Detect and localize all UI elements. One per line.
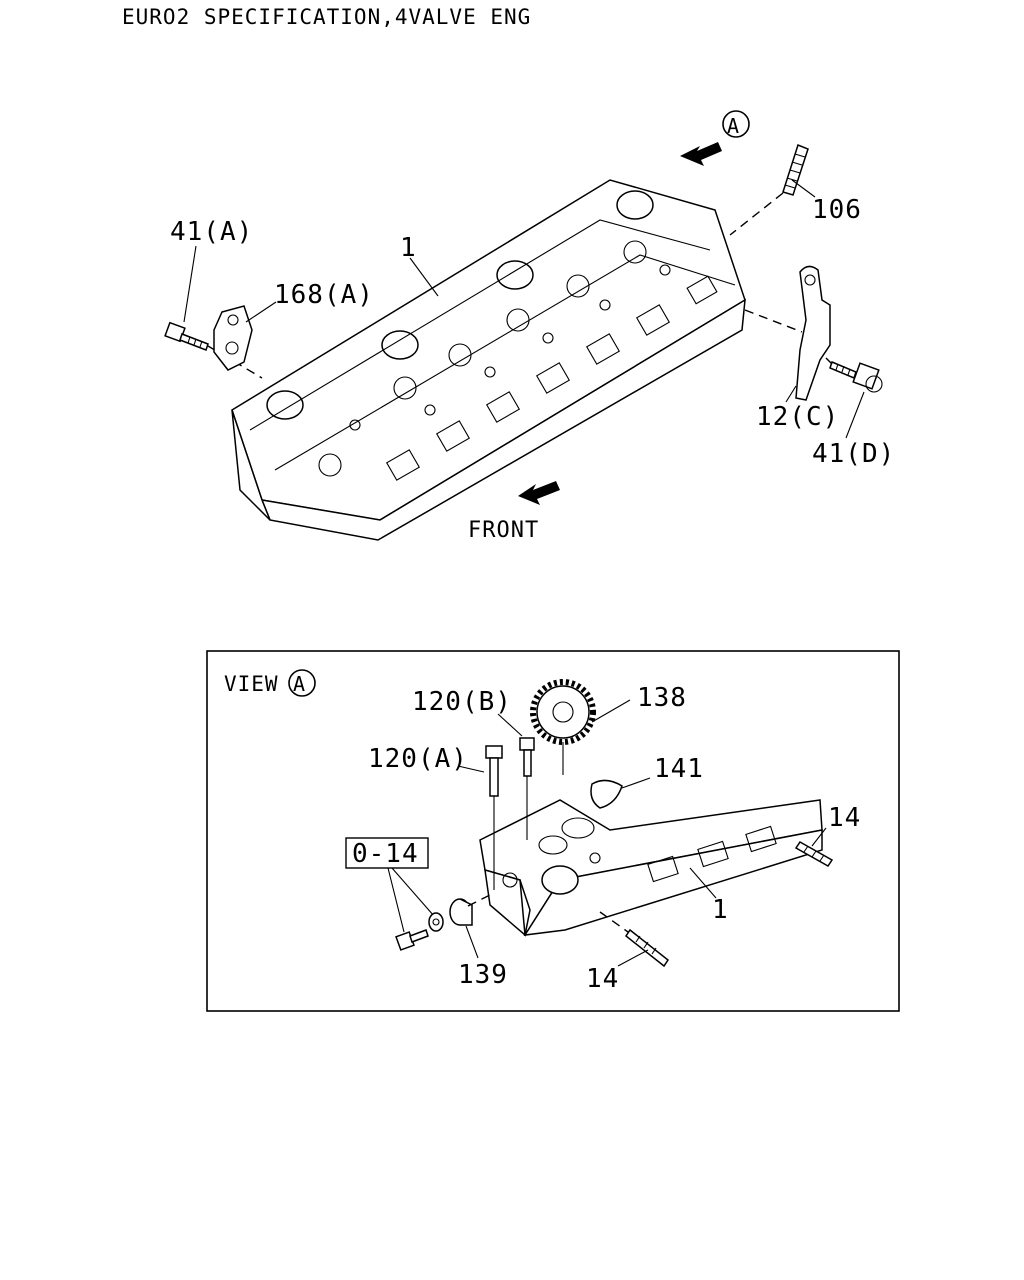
- label-120b: 120(B): [412, 687, 512, 717]
- washer-0-14: [428, 912, 444, 932]
- view-a-inset-frame: [206, 650, 900, 1012]
- label-139: 139: [458, 960, 508, 990]
- cylinder-head-end-view: [479, 799, 823, 937]
- leader-41a: [183, 245, 197, 323]
- svg-text:A: A: [727, 114, 740, 138]
- diagram-title: EURO2 SPECIFICATION,4VALVE ENG: [122, 5, 531, 29]
- label-14-right: 14: [828, 803, 861, 833]
- inset-title: VIEW: [224, 672, 279, 696]
- plug-141: [590, 779, 623, 809]
- label-1-view: 1: [712, 895, 729, 925]
- bolt-0-14: [395, 929, 429, 951]
- bolt-120a: [485, 745, 503, 890]
- label-41d: 41(D): [812, 439, 895, 469]
- stud-14-right: [794, 841, 834, 867]
- plug-139: [449, 893, 493, 926]
- label-168a: 168(A): [274, 280, 374, 310]
- leader-1-view: [689, 867, 717, 899]
- front-label: FRONT: [468, 518, 539, 543]
- bolt-41d: [825, 357, 883, 393]
- label-41a: 41(A): [170, 217, 253, 247]
- bolt-106: [729, 144, 809, 236]
- leader-168a: [245, 301, 277, 323]
- leader-120a: [457, 765, 485, 773]
- leader-106: [791, 179, 816, 198]
- leader-14-bottom: [617, 949, 649, 967]
- label-12c: 12(C): [756, 402, 839, 432]
- leader-0-14-washer: [391, 867, 435, 917]
- label-141: 141: [654, 754, 704, 784]
- leader-1-top: [409, 257, 439, 297]
- kit-0-14-box: [345, 837, 429, 869]
- leader-14-right: [811, 827, 827, 847]
- label-0-14: 0-14: [352, 839, 419, 869]
- leader-120b: [497, 713, 523, 737]
- stud-14-bottom: [599, 911, 670, 968]
- inset-view-marker: A: [288, 669, 316, 697]
- label-138: 138: [637, 683, 687, 713]
- idler-gear-138: [530, 679, 596, 775]
- view-a-marker: A: [722, 110, 750, 138]
- label-106: 106: [812, 195, 862, 225]
- bracket-12c: [744, 265, 831, 401]
- leader-41d: [845, 391, 865, 439]
- label-14-bottom: 14: [586, 964, 619, 994]
- bolt-120b: [519, 737, 535, 840]
- label-1-top: 1: [400, 233, 417, 263]
- label-120a: 120(A): [368, 744, 468, 774]
- leader-139: [465, 925, 479, 959]
- leader-138: [591, 699, 631, 723]
- cylinder-head-main: [231, 179, 746, 541]
- bracket-168a: [213, 305, 253, 371]
- leader-12c: [785, 385, 797, 403]
- front-arrow-icon: [518, 481, 560, 505]
- svg-text:A: A: [293, 672, 306, 696]
- leader-141: [621, 777, 651, 789]
- view-direction-arrow-icon: [680, 142, 722, 166]
- leader-0-14-bolt: [387, 867, 405, 933]
